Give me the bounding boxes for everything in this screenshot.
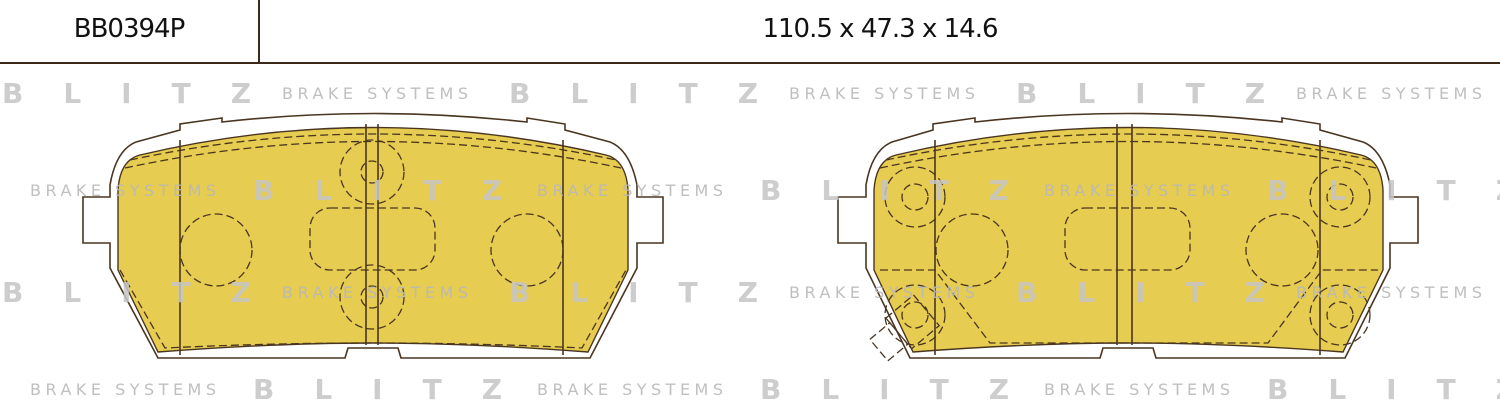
watermark-brand: BLITZ bbox=[760, 373, 1049, 406]
chamfer-line bbox=[129, 133, 617, 161]
watermark-brand: BLITZ bbox=[1016, 276, 1305, 309]
rivet-hole bbox=[360, 160, 384, 184]
watermark-brand: BLITZ bbox=[2, 77, 291, 110]
pad-dimensions: 110.5 x 47.3 x 14.6 bbox=[762, 14, 998, 44]
piston-circle bbox=[490, 213, 564, 287]
watermark-tagline: BRAKE SYSTEMS bbox=[1296, 84, 1487, 103]
rivet-hole bbox=[360, 285, 384, 309]
underlayer-outline bbox=[119, 269, 627, 349]
watermark-tagline: BRAKE SYSTEMS bbox=[282, 283, 473, 302]
brake-pad-right bbox=[837, 112, 1419, 362]
piston-circle bbox=[1245, 213, 1319, 287]
rivet-hole bbox=[1326, 183, 1354, 211]
watermark-tagline: BRAKE SYSTEMS bbox=[537, 181, 728, 200]
watermark-brand: BLITZ bbox=[760, 174, 1049, 207]
watermark-tagline: BRAKE SYSTEMS bbox=[537, 380, 728, 399]
chamfer-line bbox=[885, 133, 1372, 161]
watermark-tagline: BRAKE SYSTEMS bbox=[30, 181, 221, 200]
watermark-brand: BLITZ bbox=[1267, 174, 1500, 207]
header-bar: BB0394P 110.5 x 47.3 x 14.6 bbox=[0, 0, 1500, 64]
watermark-tagline: BRAKE SYSTEMS bbox=[789, 283, 980, 302]
rivet-circle bbox=[884, 284, 946, 346]
part-number: BB0394P bbox=[73, 14, 186, 44]
header-divider bbox=[258, 0, 260, 62]
watermark-tagline: BRAKE SYSTEMS bbox=[1296, 283, 1487, 302]
watermark-tagline: BRAKE SYSTEMS bbox=[282, 84, 473, 103]
watermark-brand: BLITZ bbox=[509, 276, 798, 309]
rivet-circle bbox=[339, 139, 405, 205]
rivet-circle bbox=[884, 166, 946, 228]
rivet-circle bbox=[1309, 166, 1371, 228]
watermark-tagline: BRAKE SYSTEMS bbox=[1044, 181, 1235, 200]
rivet-hole bbox=[901, 183, 929, 211]
center-slot bbox=[309, 207, 436, 271]
piston-circle bbox=[179, 213, 253, 287]
watermark-tagline: BRAKE SYSTEMS bbox=[789, 84, 980, 103]
watermark-tagline: BRAKE SYSTEMS bbox=[30, 380, 221, 399]
rivet-hole bbox=[901, 301, 929, 329]
watermark-brand: BLITZ bbox=[253, 174, 542, 207]
friction-material bbox=[873, 126, 1384, 353]
watermark-brand: BLITZ bbox=[509, 77, 798, 110]
rivet-circle bbox=[339, 264, 405, 330]
brake-pad-left bbox=[82, 112, 664, 359]
watermark-brand: BLITZ bbox=[1267, 373, 1500, 406]
rivet-hole bbox=[1326, 301, 1354, 329]
wear-sensor bbox=[868, 294, 941, 362]
watermark-brand: BLITZ bbox=[253, 373, 542, 406]
watermark-brand: BLITZ bbox=[2, 276, 291, 309]
watermark-brand: BLITZ bbox=[1016, 77, 1305, 110]
center-slot bbox=[1064, 207, 1191, 271]
rivet-circle bbox=[1309, 284, 1371, 346]
piston-circle bbox=[935, 213, 1009, 287]
watermark-tagline: BRAKE SYSTEMS bbox=[1044, 380, 1235, 399]
